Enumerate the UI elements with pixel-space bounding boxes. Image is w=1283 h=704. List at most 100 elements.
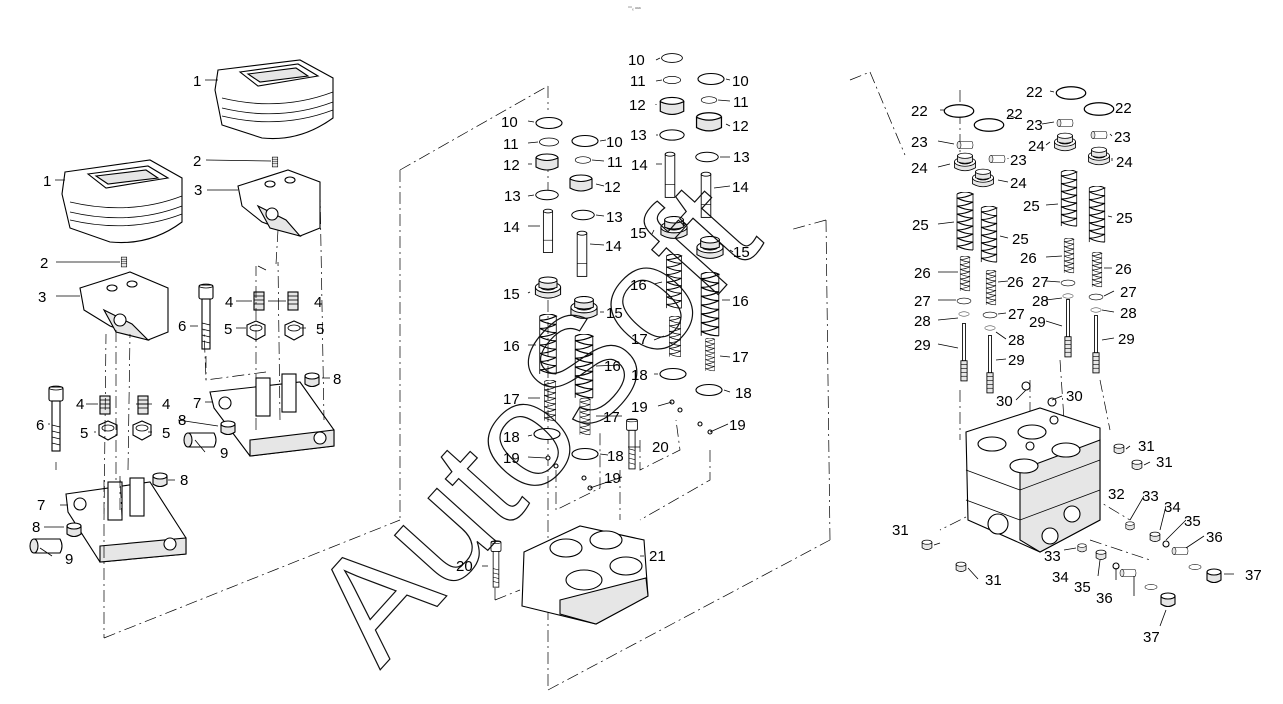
callout-9: 9 — [220, 445, 228, 462]
callout-18: 18 — [503, 429, 520, 446]
callout-18: 18 — [607, 448, 624, 465]
callout-11: 11 — [733, 94, 749, 111]
figure-reference-code: °°ₓ ᵃᵃᵃ — [628, 6, 641, 12]
callout-16: 16 — [732, 293, 749, 310]
bracket-upper — [209, 373, 335, 457]
callout-8: 8 — [32, 519, 40, 536]
callout-8: 8 — [178, 412, 186, 429]
callout-4: 4 — [162, 396, 170, 413]
callout-25: 25 — [1023, 198, 1040, 215]
callout-16: 16 — [630, 277, 647, 294]
callout-12: 12 — [629, 97, 646, 114]
callout-36: 36 — [1096, 590, 1113, 607]
callout-5: 5 — [224, 321, 232, 338]
callout-15: 15 — [630, 225, 647, 242]
callout-19: 19 — [631, 399, 648, 416]
callout-11: 11 — [607, 154, 623, 171]
callout-13: 13 — [630, 127, 647, 144]
callout-30: 30 — [996, 393, 1013, 410]
callout-37: 37 — [1245, 567, 1262, 584]
callout-24: 24 — [911, 160, 928, 177]
callout-14: 14 — [605, 238, 622, 255]
callout-24: 24 — [1010, 175, 1027, 192]
callout-22: 22 — [1115, 100, 1132, 117]
callout-23: 23 — [911, 134, 928, 151]
callout-3: 3 — [194, 182, 202, 199]
callout-7: 7 — [37, 497, 45, 514]
callout-26: 26 — [1020, 250, 1037, 267]
main-valve-body — [965, 407, 1101, 553]
callout-33: 33 — [1044, 548, 1061, 565]
callout-24: 24 — [1028, 138, 1045, 155]
pedal-lever-lower — [79, 271, 169, 342]
callout-17: 17 — [631, 331, 648, 348]
callout-28: 28 — [1120, 305, 1137, 322]
callout-10: 10 — [501, 114, 518, 131]
callout-11: 11 — [503, 136, 519, 153]
callout-19: 19 — [604, 470, 621, 487]
callout-30: 30 — [1066, 388, 1083, 405]
callout-29: 29 — [1008, 352, 1025, 369]
callout-26: 26 — [914, 265, 931, 282]
callout-15: 15 — [503, 286, 520, 303]
callout-13: 13 — [733, 149, 750, 166]
callout-35: 35 — [1074, 579, 1091, 596]
callout-29: 29 — [1029, 314, 1046, 331]
right-valve-assembly — [849, 71, 1234, 627]
callout-5: 5 — [80, 425, 88, 442]
callout-11: 11 — [630, 73, 646, 90]
callout-28: 28 — [1032, 293, 1049, 310]
callout-34: 34 — [1052, 569, 1069, 586]
callout-10: 10 — [606, 134, 623, 151]
left-pedal-assembly — [29, 59, 401, 639]
callout-20: 20 — [456, 558, 473, 575]
callout-25: 25 — [912, 217, 929, 234]
callout-31: 31 — [1138, 438, 1155, 455]
callout-16: 16 — [503, 338, 520, 355]
callout-13: 13 — [606, 209, 623, 226]
callout-12: 12 — [732, 118, 749, 135]
callout-4: 4 — [314, 294, 322, 311]
callout-37: 37 — [1143, 629, 1160, 646]
callout-16: 16 — [604, 358, 621, 375]
callout-31: 31 — [1156, 454, 1173, 471]
callout-7: 7 — [193, 395, 201, 412]
middle-valve-assembly — [399, 53, 831, 691]
callout-22: 22 — [911, 103, 928, 120]
callout-27: 27 — [1032, 274, 1049, 291]
rubber-boot-lower — [61, 159, 183, 244]
callout-14: 14 — [503, 219, 520, 236]
callout-2: 2 — [193, 153, 201, 170]
callout-21: 21 — [649, 548, 666, 565]
callout-15: 15 — [606, 305, 623, 322]
callout-9: 9 — [65, 551, 73, 568]
callout-32: 32 — [1108, 486, 1125, 503]
callout-25: 25 — [1116, 210, 1133, 227]
callout-23: 23 — [1010, 152, 1027, 169]
callout-24: 24 — [1116, 154, 1133, 171]
callout-12: 12 — [604, 179, 621, 196]
callout-28: 28 — [1008, 332, 1025, 349]
callout-4: 4 — [225, 294, 233, 311]
callout-31: 31 — [985, 572, 1002, 589]
callout-27: 27 — [914, 293, 931, 310]
callout-12: 12 — [503, 157, 520, 174]
callout-26: 26 — [1007, 274, 1024, 291]
callout-19: 19 — [729, 417, 746, 434]
callout-6: 6 — [36, 417, 44, 434]
callout-29: 29 — [914, 337, 931, 354]
valve-body-small — [521, 525, 649, 625]
callout-29: 29 — [1118, 331, 1135, 348]
watermark: AutoSoft — [279, 151, 789, 691]
callout-19: 19 — [503, 450, 520, 467]
callout-4: 4 — [76, 396, 84, 413]
pedal-lever-upper — [237, 169, 321, 237]
callout-20: 20 — [652, 439, 669, 456]
callout-8: 8 — [180, 472, 188, 489]
callout-28: 28 — [914, 313, 931, 330]
callout-17: 17 — [603, 409, 620, 426]
callout-17: 17 — [732, 349, 749, 366]
callout-labels: 1 1 2 2 3 3 4 4 4 4 5 5 5 5 6 6 7 7 8 8 … — [32, 52, 1262, 646]
callout-35: 35 — [1184, 513, 1201, 530]
callout-3: 3 — [38, 289, 46, 306]
